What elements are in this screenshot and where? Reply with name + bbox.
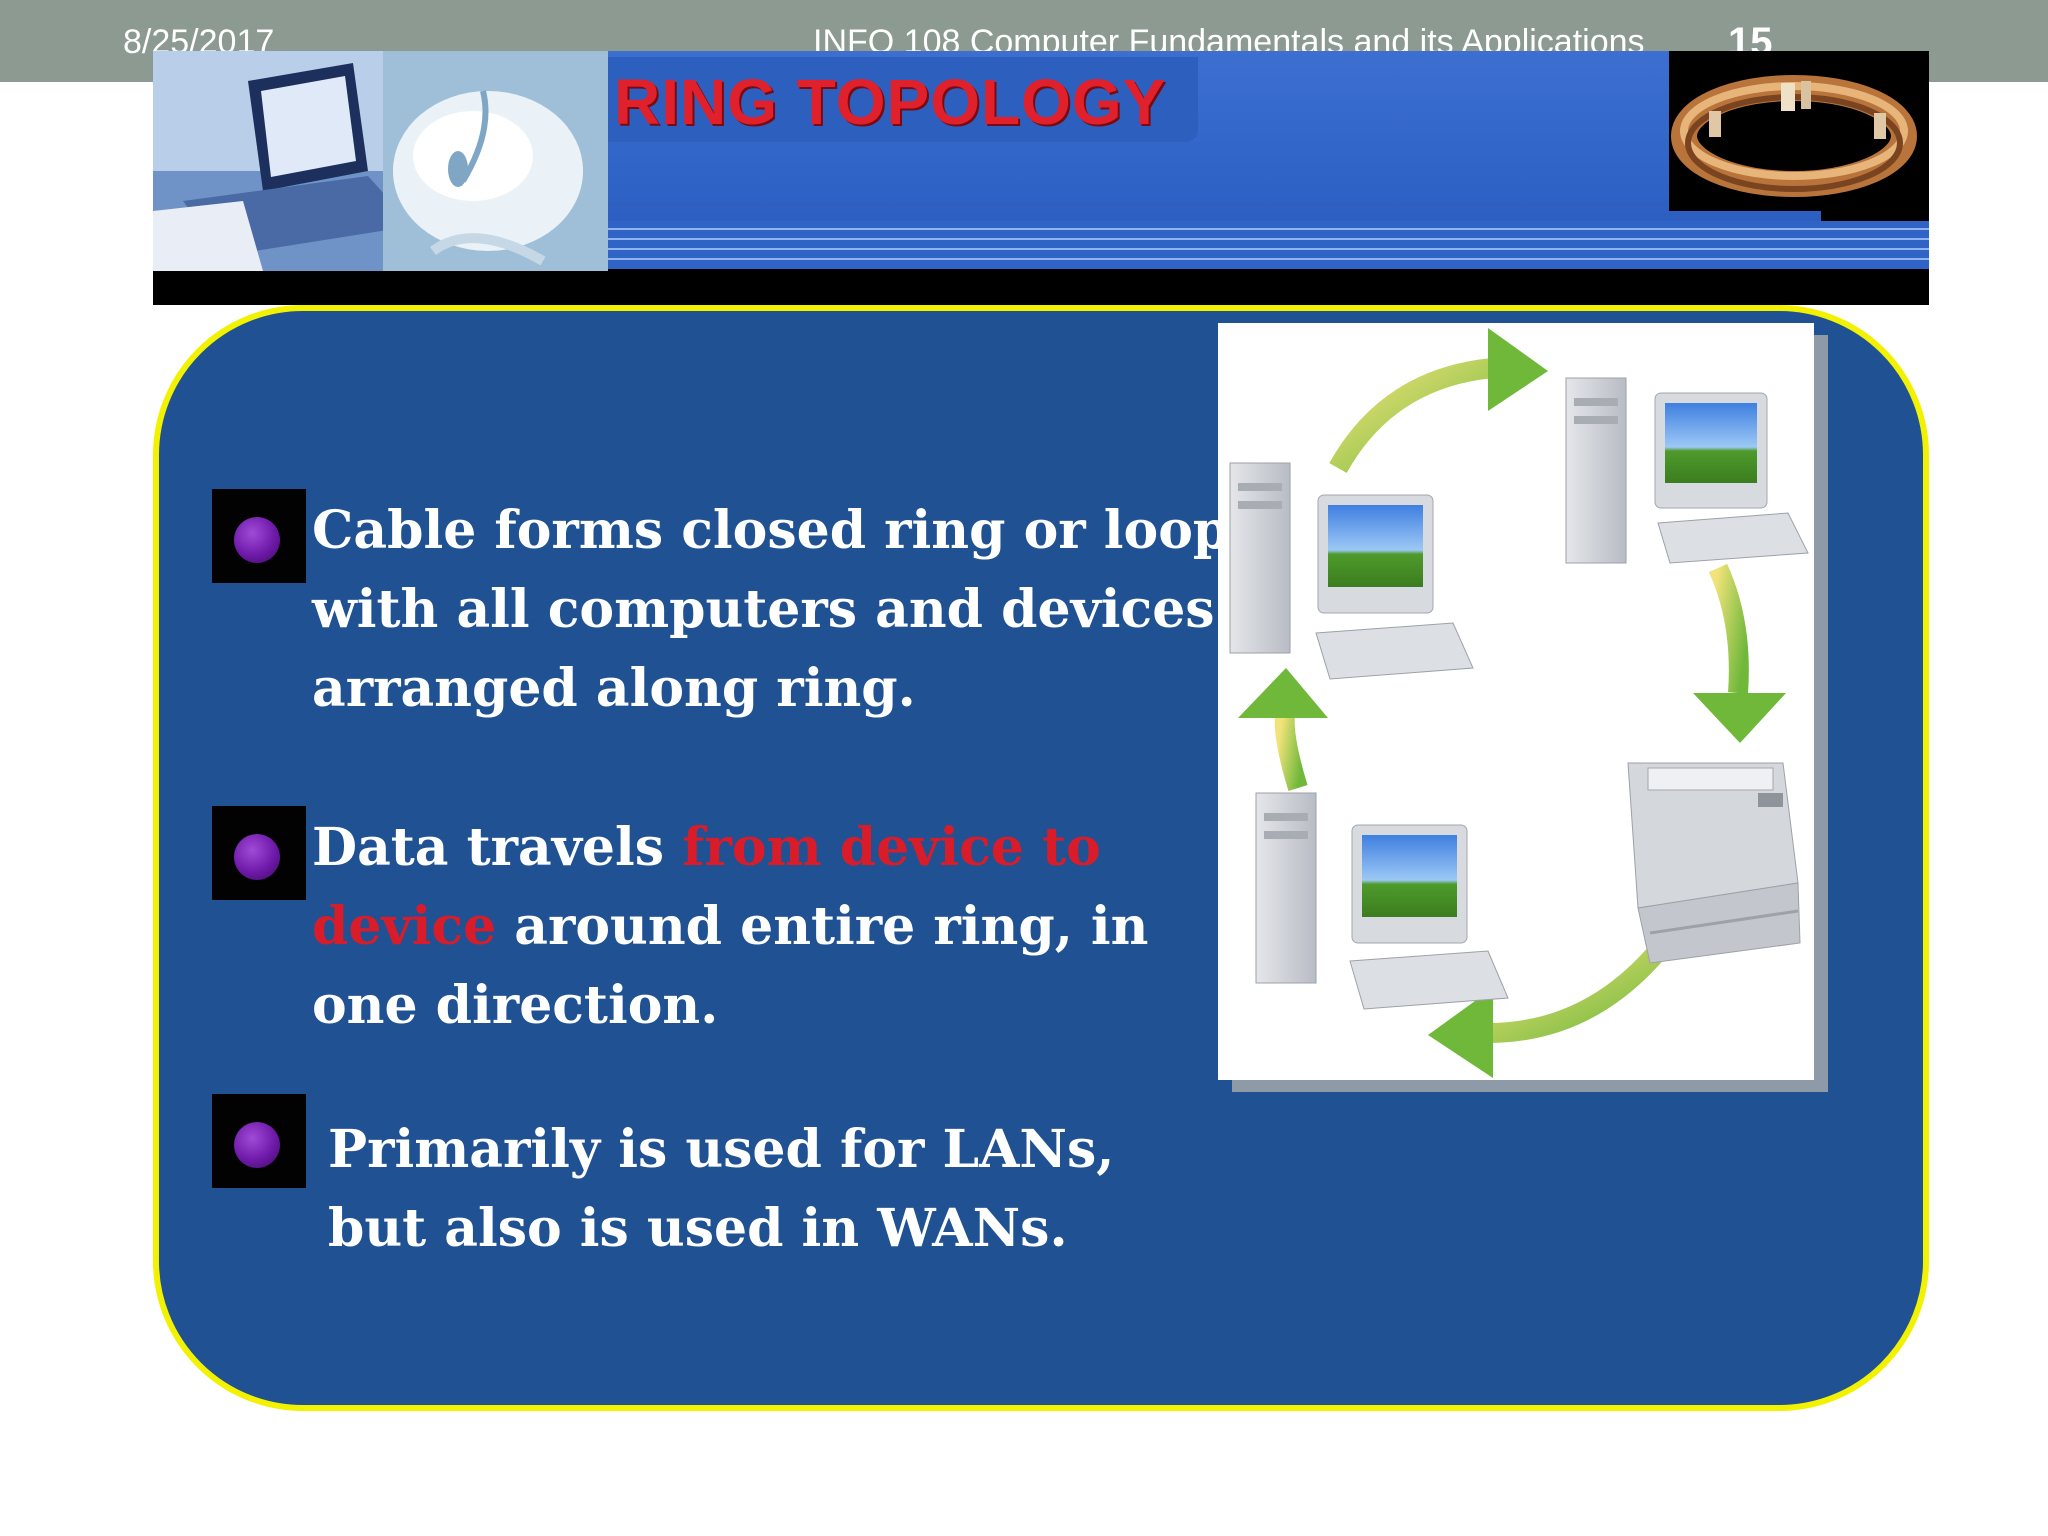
gold-ring-image [1669,51,1929,211]
bullet-marker-3 [212,1094,306,1188]
ring-arrow-left [1238,668,1328,791]
bullet-3-line-2: but also is used in WANs. [328,1198,1068,1259]
printer-node [1627,762,1801,964]
banner-stripe-lines [608,221,1929,269]
banner-computer-photo [153,51,608,271]
ring-arrow-right [1693,563,1786,743]
slide-title: RING TOPOLOGY [614,66,1167,138]
bullet-dot-icon [234,517,280,563]
ring-topology-diagram [1218,323,1814,1080]
bullet-dot-icon [234,834,280,880]
bullet-2-line-2: device around entire ring, in [312,887,1148,966]
bullet-marker-2 [212,806,306,900]
bullet-2-highlight-b: device [312,896,497,957]
bullet-2-highlight-a: from device to [682,817,1101,878]
title-banner: RING TOPOLOGY [153,51,1929,305]
bullet-2-line-1: Data travels from device to [312,808,1101,887]
computer-node-1 [1229,462,1474,680]
computer-node-3 [1255,792,1509,1010]
ring-arrow-top [1329,328,1548,473]
computer-node-2 [1565,377,1809,564]
bullet-2-text-b: around entire ring, in [496,896,1149,957]
bullet-2-line-3: one direction. [312,975,719,1036]
bullet-1-line-3: arranged along ring. [312,658,916,719]
bullet-marker-1 [212,489,306,583]
ring-arrow-bottom [1428,944,1666,1078]
bullet-3-line-1: Primarily is used for LANs, [328,1119,1115,1180]
bullet-1-line-2: with all computers and devices [312,579,1215,640]
title-box [608,57,1198,142]
bullet-1-line-1: Cable forms closed ring or loop, [312,500,1248,561]
bullet-2-text-a: Data travels [312,817,683,878]
bullet-dot-icon [234,1122,280,1168]
